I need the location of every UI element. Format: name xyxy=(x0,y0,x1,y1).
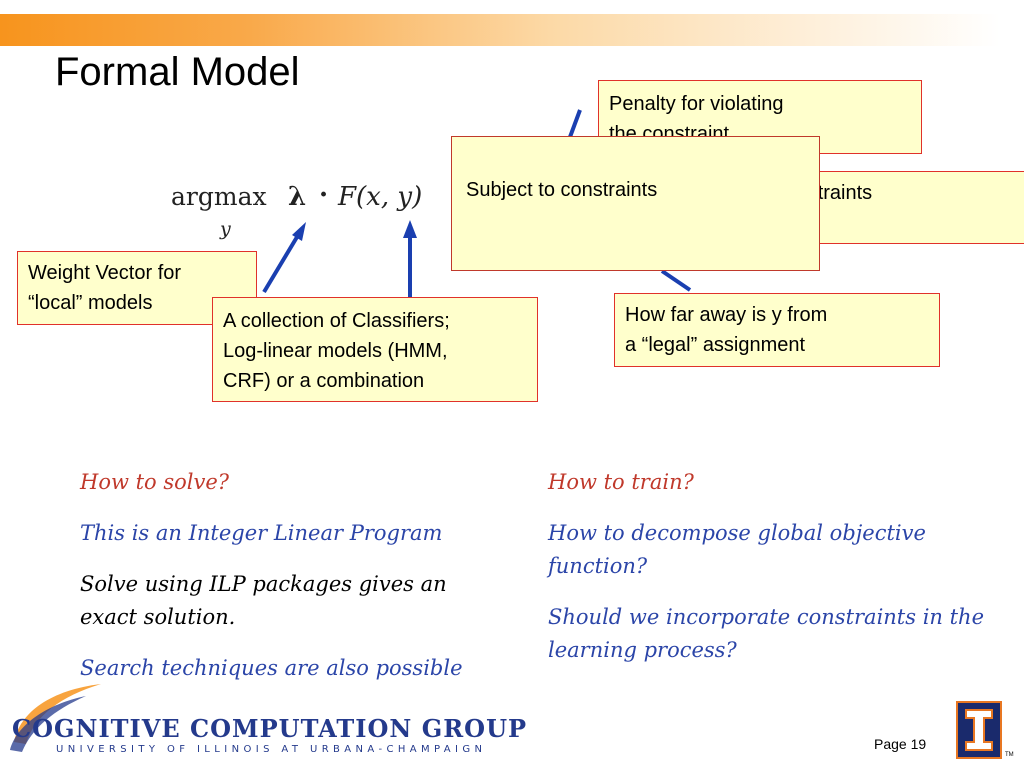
swoosh-icon xyxy=(10,684,101,752)
title-accent-bar xyxy=(0,14,1000,46)
right-line-1: How to decompose global objective functi… xyxy=(548,521,926,578)
university-i-logo-icon xyxy=(956,701,1002,759)
trademark-mark: TM xyxy=(1005,752,1014,758)
formula-lambda: λ xyxy=(288,182,307,212)
callout-how-far: How far away is y from a “legal” assignm… xyxy=(614,293,940,367)
arrow-weight xyxy=(262,235,299,294)
callout-subject-to: Subject to constraints xyxy=(451,136,820,271)
formula-argmax: argmax xyxy=(171,182,267,211)
left-line-3: Search techniques are also possible xyxy=(80,656,463,680)
left-line-2: Solve using ILP packages gives an exact … xyxy=(80,572,447,629)
callout-collection: A collection of Classifiers; Log-linear … xyxy=(212,297,538,402)
right-column: How to train? How to decompose global ob… xyxy=(548,466,998,685)
slide-title: Formal Model xyxy=(55,50,300,94)
formula-dot: · xyxy=(319,180,329,210)
left-heading: How to solve? xyxy=(80,470,230,494)
left-column: How to solve? This is an Integer Linear … xyxy=(80,466,500,703)
logo-main-text: COGNITIVE COMPUTATION GROUP xyxy=(12,714,528,743)
logo-sub-text: UNIVERSITY OF ILLINOIS AT URBANA-CHAMPAI… xyxy=(56,744,487,755)
left-line-1: This is an Integer Linear Program xyxy=(80,521,443,545)
arrow-penalty xyxy=(568,109,582,138)
group-logo: COGNITIVE COMPUTATION GROUP UNIVERSITY O… xyxy=(6,682,526,762)
block-i-icon xyxy=(965,709,993,751)
right-line-2: Should we incorporate constraints in the… xyxy=(548,605,985,662)
right-heading: How to train? xyxy=(548,470,694,494)
formula-function: F(x, y) xyxy=(338,182,423,212)
page-number: Page 19 xyxy=(874,736,927,752)
formula-subscript: y xyxy=(220,218,231,240)
arrow-far xyxy=(660,269,692,292)
formula: argmax y λ · F(x, y) xyxy=(168,180,468,242)
